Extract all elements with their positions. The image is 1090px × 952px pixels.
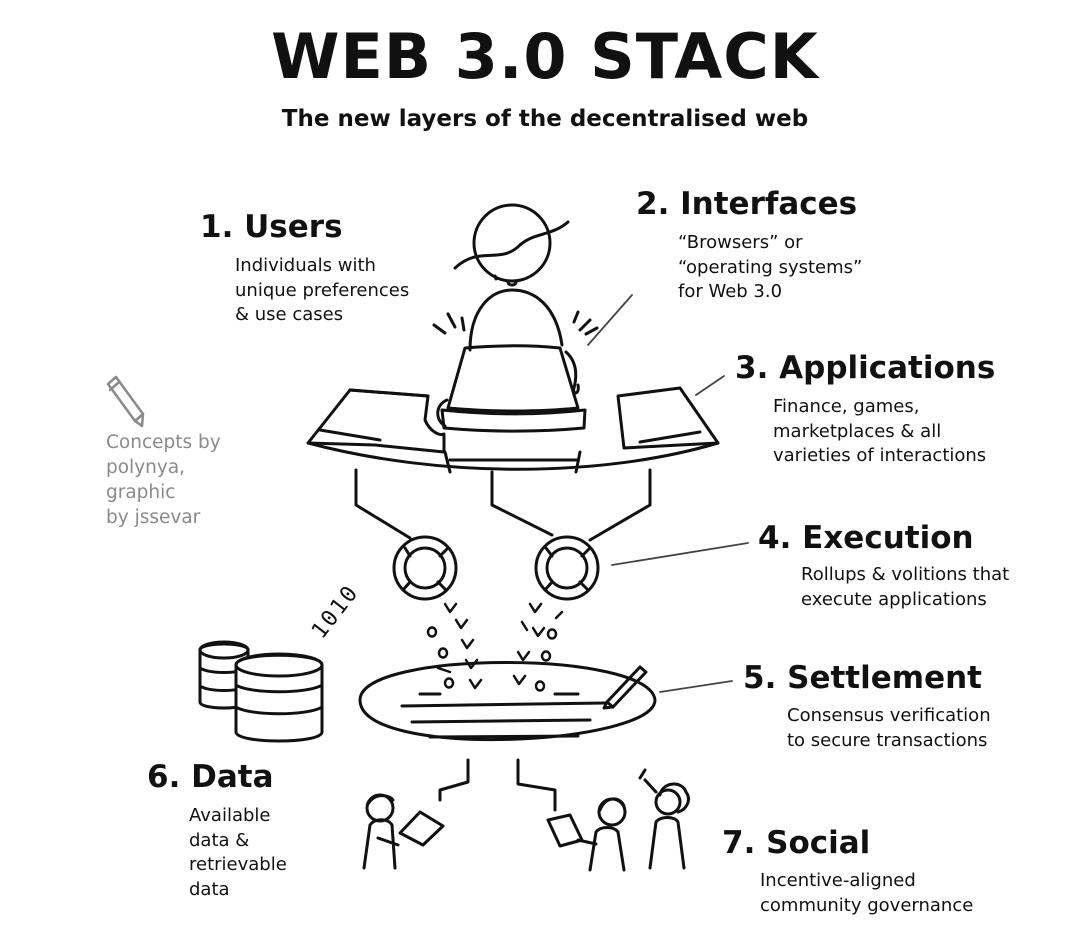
execution-rollup-icon [392,535,600,601]
layer-interfaces-desc: “Browsers” or “operating systems” for We… [678,231,862,305]
application-dashboard [306,386,720,474]
credit-line: Concepts by [106,432,221,453]
community-people [362,768,690,872]
layer-data-desc: Available data & retrievable data [189,804,287,902]
desc-line: varieties of interactions [773,445,987,466]
desc-line: data & [189,829,250,851]
layer-data-title: 6. Data [147,759,274,795]
credit-text: Concepts by polynya, graphic by jssevar [106,430,221,530]
desc-line: Finance, games, [773,396,920,417]
layer-settlement-desc: Consensus verification to secure transac… [787,704,991,753]
settlement-ledger [358,661,657,742]
desc-line: for Web 3.0 [678,281,783,302]
page-subtitle: The new layers of the decentralised web [281,106,809,132]
layer-users-title: 1. Users [200,209,343,245]
desc-line: data [189,878,230,900]
desc-line: community governance [760,894,974,916]
layer-execution-title: 4. Execution [758,520,974,556]
desc-line: & use cases [235,304,344,325]
layer-applications-title: 3. Applications [735,350,996,386]
layer-execution-desc: Rollups & volitions that execute applica… [801,563,1009,612]
desc-line: retrievable [189,854,287,875]
layer-social-desc: Incentive-aligned community governance [760,869,973,918]
desc-line: Individuals with [235,255,376,276]
social-connectors [438,758,557,812]
desc-line: Available [189,805,271,826]
layer-social-title: 7. Social [722,825,871,861]
binary-stream: 1010 [307,580,364,643]
credit-line: by jssevar [106,507,201,528]
desc-line: marketplaces & all [773,420,942,442]
desc-line: execute applications [801,588,987,610]
desc-line: “Browsers” or [678,232,803,253]
pencil-icon [106,375,145,428]
layer-users-desc: Individuals with unique preferences & us… [235,254,409,328]
leader-lines [587,294,749,693]
desc-line: Rollups & volitions that [801,564,1010,585]
desc-line: Consensus verification [787,705,991,726]
page-title: WEB 3.0 STACK [271,20,819,93]
layer-interfaces-title: 2. Interfaces [636,186,858,222]
desc-line: “operating systems” [678,256,863,278]
data-drops [426,602,564,692]
connectors [354,468,652,542]
desc-line: to secure transactions [787,729,988,751]
credit-line: polynya, [106,457,186,478]
layer-settlement-title: 5. Settlement [743,660,982,696]
user-figure [432,203,599,352]
credit-line: graphic [106,482,176,503]
database-icon [198,640,324,743]
desc-line: unique preferences [235,279,410,301]
layer-applications-desc: Finance, games, marketplaces & all varie… [773,395,986,469]
desc-line: Incentive-aligned [760,870,916,891]
laptop-interface [436,344,587,433]
